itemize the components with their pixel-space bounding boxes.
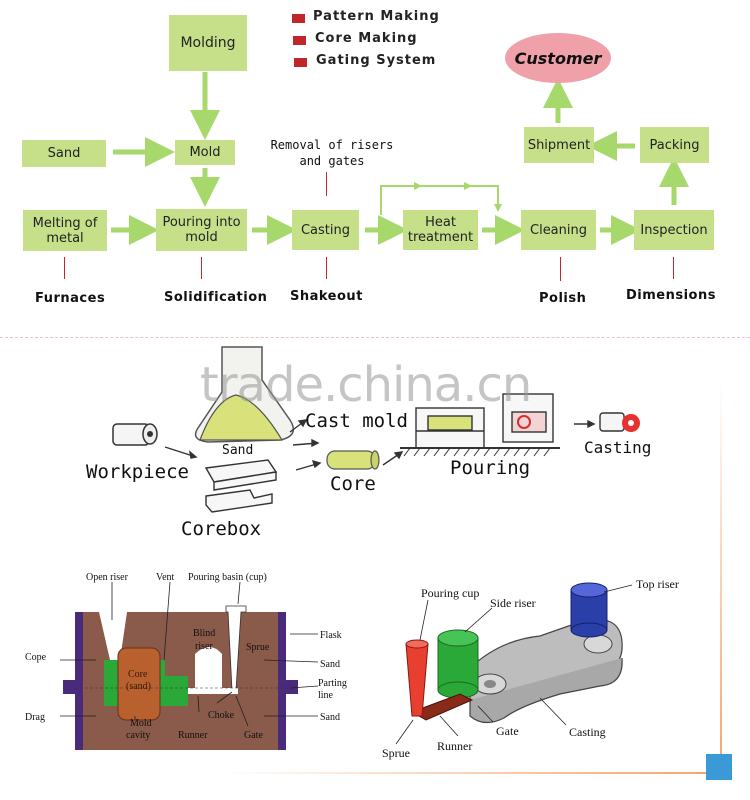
label-sprue: Sprue (246, 642, 270, 653)
sketch-cast-mold-label: Cast mold (305, 410, 408, 432)
sketch-sand-label: Sand (222, 443, 253, 458)
label-parting-1: Parting (318, 678, 347, 689)
gating-label-pouring-cup: Pouring cup (421, 586, 479, 600)
sketch-core-label: Core (330, 473, 376, 495)
box-melting: Melting of metal (23, 210, 107, 251)
legend-pattern-making: Pattern Making (313, 9, 440, 24)
label-core-2: (sand) (126, 681, 151, 692)
corner-logo (706, 754, 732, 780)
label-sand-2: Sand (320, 712, 340, 723)
removal-note: Removal of risers and gates (270, 138, 394, 168)
corebox-drawing (204, 459, 278, 513)
legend-swatch-pattern (292, 14, 305, 23)
box-heat-treatment: Heat treatment (403, 210, 478, 250)
label-blind-riser-1: Blind (193, 628, 215, 639)
tick-removal (326, 172, 327, 196)
poured-mold-drawing (502, 393, 554, 443)
box-packing: Packing (640, 127, 709, 163)
label-choke: Choke (208, 710, 235, 721)
box-casting: Casting (292, 210, 359, 250)
box-sand: Sand (22, 140, 106, 167)
label-polish: Polish (539, 291, 587, 306)
customer-ellipse: Customer (505, 33, 611, 83)
gating-label-gate: Gate (496, 724, 519, 738)
label-solidification: Solidification (164, 290, 268, 305)
label-cope: Cope (25, 652, 47, 663)
sketch-workpiece-label: Workpiece (86, 461, 189, 483)
box-mold: Mold (175, 140, 235, 165)
box-pouring: Pouring into mold (156, 209, 247, 251)
sketch-corebox-label: Corebox (181, 518, 261, 540)
tick-shakeout (326, 257, 327, 279)
label-blind-riser-2: riser (195, 641, 213, 652)
sand-heap (199, 394, 284, 441)
box-cleaning: Cleaning (521, 210, 596, 250)
label-vent: Vent (156, 572, 175, 583)
gating-label-runner: Runner (437, 739, 472, 753)
label-mold-cavity-2: cavity (126, 730, 150, 741)
box-molding: Molding (169, 15, 247, 71)
label-flask: Flask (320, 630, 342, 641)
legend-core-making: Core Making (315, 31, 418, 46)
box-shipment: Shipment (524, 127, 594, 163)
gating-label-casting: Casting (569, 725, 606, 739)
legend-swatch-gating (294, 58, 307, 67)
legend-gating-system: Gating System (316, 53, 437, 68)
label-mold-cavity-1: Mold (130, 718, 152, 729)
label-open-riser: Open riser (86, 572, 129, 583)
sketch-casting-label: Casting (584, 438, 651, 457)
tick-polish (560, 257, 561, 281)
gating-label-side-riser: Side riser (490, 596, 536, 610)
casting-result-drawing (599, 412, 640, 432)
tick-furnaces (64, 257, 65, 279)
core-drawing (326, 450, 380, 470)
label-drag: Drag (25, 712, 45, 723)
decor-horizontal-line (220, 772, 720, 774)
legend-swatch-core (293, 36, 306, 45)
label-dimensions: Dimensions (626, 288, 716, 303)
gating-label-sprue: Sprue (382, 746, 410, 760)
mold-drawing (400, 407, 560, 457)
watermark: trade.china.cn (200, 357, 532, 413)
sketch-pouring-label: Pouring (450, 457, 530, 479)
bypass-line (380, 185, 499, 215)
decor-vertical-line (720, 380, 722, 780)
label-core-1: Core (128, 669, 148, 680)
label-parting-2: line (318, 690, 334, 701)
label-gate: Gate (244, 730, 263, 741)
box-inspection: Inspection (634, 210, 714, 250)
label-sand-1: Sand (320, 659, 340, 670)
label-shakeout: Shakeout (290, 289, 363, 304)
gating-label-top-riser: Top riser (636, 577, 679, 591)
label-furnaces: Furnaces (35, 291, 106, 306)
tick-dimensions (673, 257, 674, 279)
label-runner: Runner (178, 730, 208, 741)
tick-solidification (201, 257, 202, 279)
section-divider (0, 337, 750, 339)
label-pouring-basin: Pouring basin (cup) (188, 572, 267, 583)
workpiece-drawing (112, 423, 158, 446)
